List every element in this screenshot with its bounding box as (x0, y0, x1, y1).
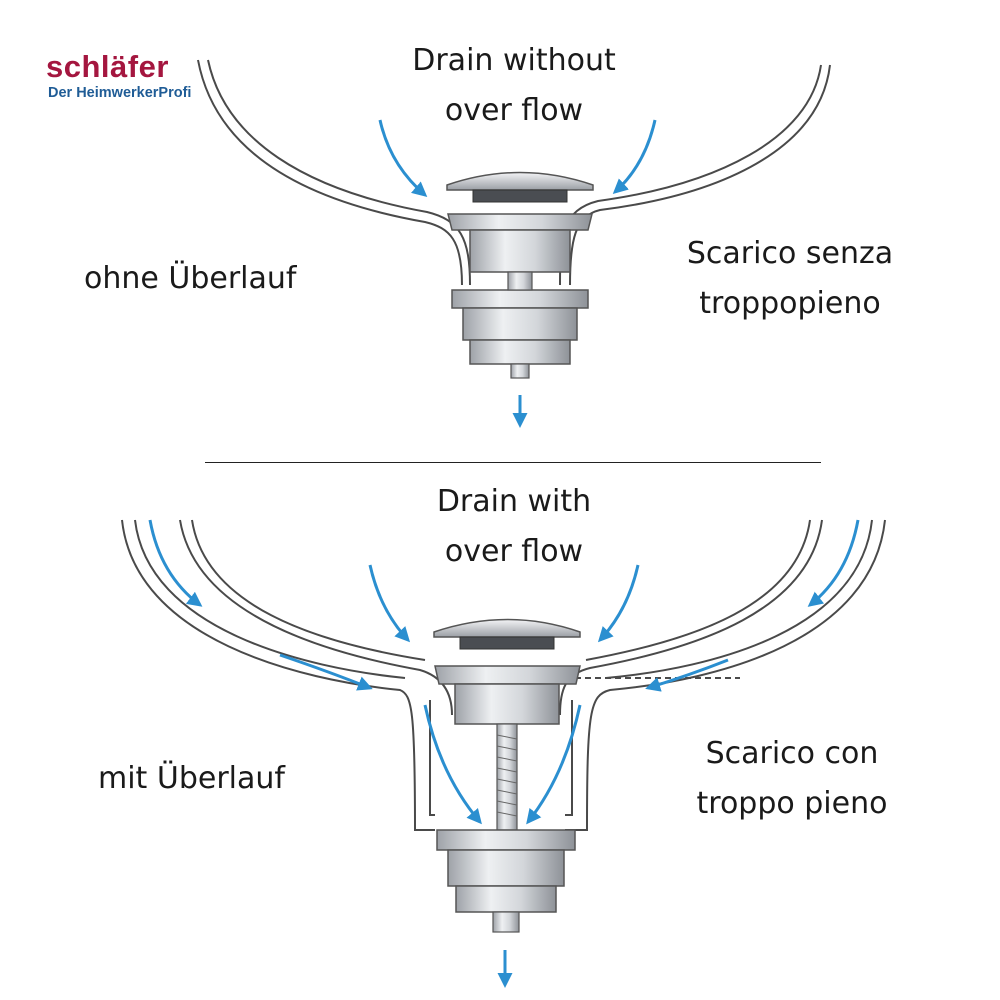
logo-tagline: Der HeimwerkerProfi (48, 85, 192, 101)
bottom-title-line-2: over flow (444, 534, 584, 569)
top-title-en: Drain without over flow (382, 36, 646, 136)
brand-logo: schläfer Der HeimwerkerProfi (46, 50, 191, 102)
top-label-it: Scarico senza troppopieno (668, 229, 912, 329)
flow-arrow-icon (378, 119, 657, 428)
top-label-de: ohne Überlauf (84, 261, 297, 296)
top-title-line-1: Drain without (412, 43, 616, 78)
flow-arrow-icon (148, 519, 860, 988)
bottom-label-it-line-2: troppo pieno (696, 786, 888, 821)
section-divider (205, 462, 821, 463)
top-title-line-2: over flow (444, 93, 584, 128)
drain-plug-icon (446, 171, 594, 379)
top-label-it-line-2: troppopieno (699, 286, 881, 321)
bottom-title-en: Drain with over flow (402, 477, 626, 577)
bottom-label-it-line-1: Scarico con (705, 736, 879, 771)
bottom-label-de: mit Überlauf (98, 761, 285, 796)
bottom-title-line-1: Drain with (436, 484, 592, 519)
top-label-it-line-1: Scarico senza (686, 236, 894, 271)
drain-plug-icon (433, 618, 581, 933)
logo-brand: schläfer (46, 49, 169, 84)
bottom-label-it: Scarico con troppo pieno (680, 729, 904, 829)
